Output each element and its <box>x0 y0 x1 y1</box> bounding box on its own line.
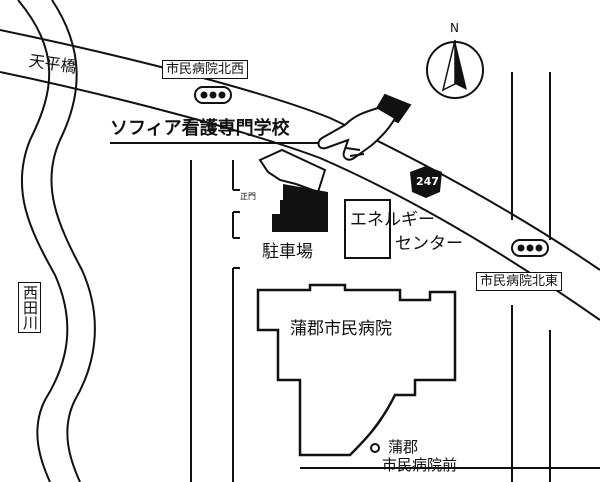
signal-label-nw: 市民病院北西 <box>162 60 249 79</box>
school-building <box>258 148 328 232</box>
pointing-hand-icon <box>317 93 412 161</box>
energy-center-building <box>344 199 391 259</box>
school-label: ソフィア看護専門学校 <box>110 118 290 139</box>
route-shield-icon <box>410 166 442 198</box>
bus-stop-icon <box>370 443 380 453</box>
traffic-signal-icon <box>511 239 549 257</box>
north-label: N <box>450 21 459 35</box>
main-gate-label: 正門 <box>240 192 256 201</box>
bus-stop-label-line1: 蒲郡 <box>388 438 419 456</box>
river-label: 西田川 <box>18 282 41 333</box>
bus-stop-label-line2: 市民病院前 <box>382 456 458 474</box>
energy-center-label-line1: エネルギー <box>350 210 435 230</box>
river <box>17 0 96 482</box>
main-road <box>0 29 600 321</box>
energy-center-label-line2: センター <box>395 234 463 254</box>
traffic-signal-icon <box>194 86 232 104</box>
hospital-label: 蒲郡市民病院 <box>290 319 392 339</box>
signal-label-ne: 市民病院北東 <box>476 272 563 291</box>
route-number: 247 <box>416 175 439 188</box>
parking-label: 駐車場 <box>262 242 313 262</box>
hospital-building <box>256 283 457 457</box>
north-arrow-icon <box>426 39 484 99</box>
east-road <box>511 72 551 482</box>
west-road <box>190 160 240 482</box>
